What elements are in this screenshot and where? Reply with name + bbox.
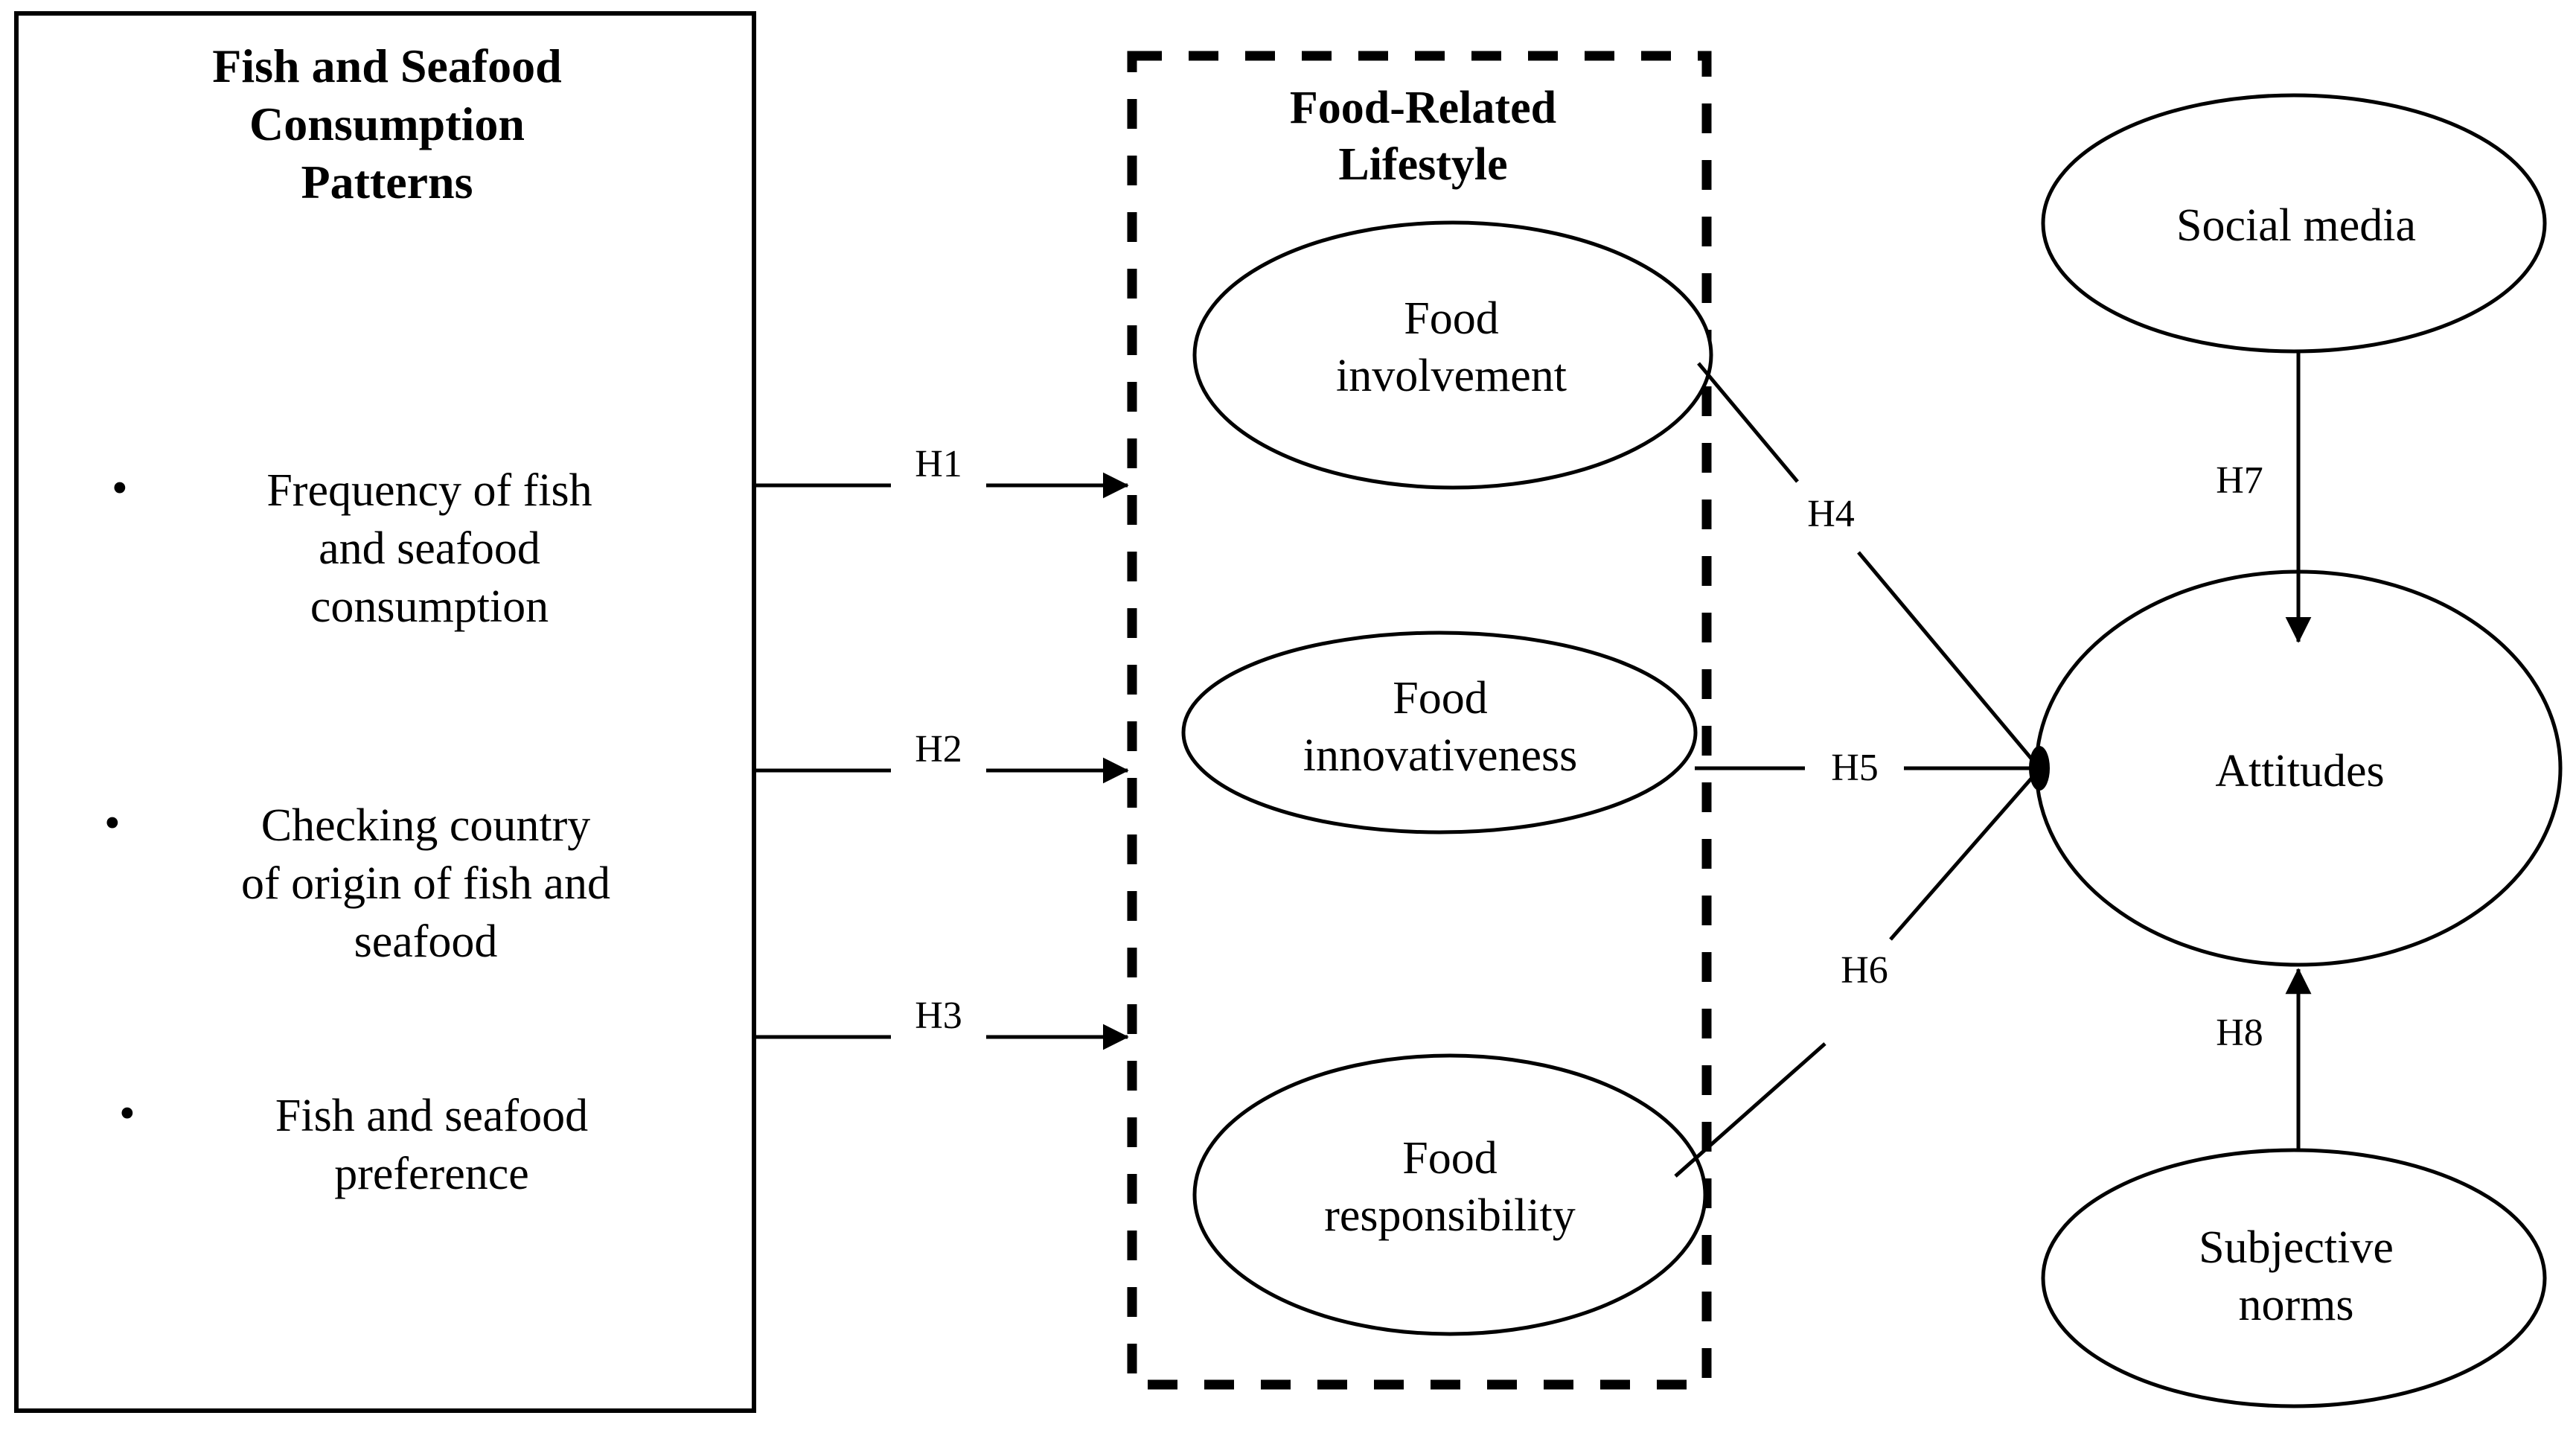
food-related-lifestyle-panel-title: Food-Related Lifestyle (1289, 83, 1557, 190)
consumption-patterns-panel-border (14, 11, 756, 1413)
food-involvement-ellipse (1192, 220, 1713, 490)
attitudes-convergence-node (2029, 746, 2050, 791)
bullet-marker: • (112, 463, 128, 514)
social-media-ellipse (2041, 93, 2547, 354)
node-label-food-involvement: Food involvement (1336, 293, 1567, 401)
node-label-attitudes: Attitudes (2215, 746, 2385, 797)
hypothesis-label-h3: H3 (915, 995, 962, 1037)
consumption-patterns-item-2: Checking country of origin of fish and s… (241, 800, 610, 968)
node-label-food-innovativeness: Food innovativeness (1303, 673, 1578, 781)
h6-connector (1674, 771, 2038, 1178)
node-label-social-media: Social media (2176, 200, 2416, 251)
subjective-norms-ellipse (2041, 1148, 2547, 1408)
food-related-lifestyle-panel-border (1127, 51, 1712, 1390)
consumption-patterns-panel-title: Fish and Seafood Consumption Patterns (212, 39, 562, 209)
food-innovativeness-ellipse (1181, 631, 1698, 834)
node-label-subjective-norms: Subjective norms (2199, 1222, 2394, 1330)
hypothesis-label-h7: H7 (2216, 459, 2263, 502)
bullet-marker: • (104, 798, 121, 849)
hypothesis-label-h6: H6 (1841, 949, 1888, 992)
hypothesis-label-h4: H4 (1807, 493, 1855, 535)
hypothesis-label-h2: H2 (915, 728, 962, 770)
hypothesis-label-h1: H1 (915, 443, 962, 485)
consumption-patterns-item-1: Frequency of fish and seafood consumptio… (266, 465, 592, 633)
hypothesis-label-h8: H8 (2216, 1012, 2263, 1054)
bullet-marker: • (119, 1088, 135, 1139)
hypothesis-label-h5: H5 (1831, 747, 1879, 789)
consumption-patterns-item-3: Fish and seafood preference (275, 1091, 589, 1200)
node-label-food-responsibility: Food responsibility (1324, 1133, 1576, 1241)
h4-connector (1697, 362, 2037, 765)
food-responsibility-ellipse (1192, 1053, 1707, 1336)
